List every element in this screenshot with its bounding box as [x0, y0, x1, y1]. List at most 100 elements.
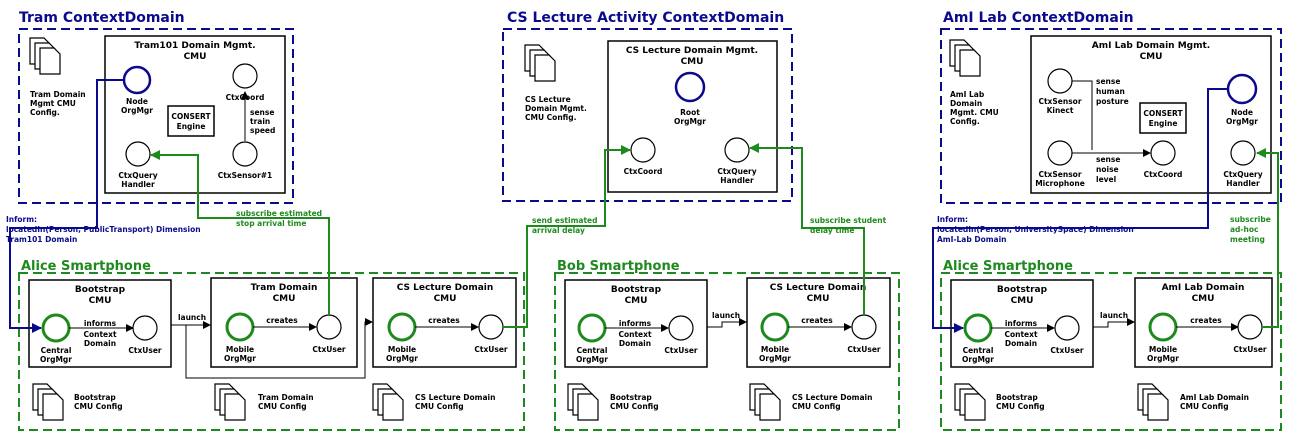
lecture-ctxcoord-node: [630, 137, 656, 163]
alice1-lecture-mobile-label-2: OrgMgr: [386, 354, 418, 363]
alice1-launch-lecture-arrow: [358, 318, 373, 379]
alice1-bootstrap-ctxuser-node: [132, 315, 158, 341]
tram-ctxsensor-label: CtxSensor#1: [218, 171, 273, 180]
bob-lecture-cmu-title-2: CMU: [807, 294, 830, 304]
alice2-informs-label-1: informs: [1005, 319, 1038, 328]
amilab-kinect-node: [1047, 68, 1073, 94]
lecture-domain-frame: [502, 28, 793, 202]
amilab-noise-label-2: noise: [1096, 165, 1119, 174]
amilab-inform-label-3: AmI-Lab Domain: [937, 235, 1007, 244]
tram-consert-engine-box: [167, 105, 215, 137]
bob-bootstrap-title-2: CMU: [625, 296, 648, 306]
alice1-tram-creates-label: creates: [266, 316, 298, 325]
bob-phone-frame: [554, 272, 900, 431]
amilab-ctxcoord-node: [1150, 140, 1176, 166]
amilab-ctxquery-node: [1230, 140, 1256, 166]
tram-domain-title: Tram ContextDomain: [19, 10, 185, 26]
alice1-lecture-config-doc-icon: [372, 383, 404, 421]
tram-sense-label-3: speed: [250, 126, 275, 135]
bob-central-orgmgr-node: [577, 313, 607, 343]
alice1-tram-ctxuser-label: CtxUser: [312, 345, 346, 354]
alice2-bootstrap-ctxuser-node: [1054, 315, 1080, 341]
alice2-bootstrap-config-doc-icon: [954, 383, 986, 421]
amilab-microphone-label-2: Microphone: [1035, 179, 1085, 188]
alice2-central-orgmgr-node: [963, 313, 993, 343]
lecture-config-label-2: Domain Mgmt.: [525, 104, 587, 113]
alice1-informs-label-3: Domain: [84, 339, 116, 348]
tram-ctxquery-label-2: Handler: [121, 180, 155, 189]
bob-phone-title: Bob Smartphone: [557, 259, 680, 274]
lecture-domain-title: CS Lecture Activity ContextDomain: [507, 10, 784, 26]
alice2-launch-arrow: [1093, 318, 1135, 328]
tram-context-domain: Tram ContextDomain Tram Domain Mgmt CMU …: [18, 10, 294, 204]
alice1-tram-config-doc-icon: [214, 383, 246, 421]
alice2-ami-cmu-title-2: CMU: [1192, 294, 1215, 304]
amilab-mgmt-title-1: AmI Lab Domain Mgmt.: [1092, 41, 1210, 51]
bob-launch-arrow: [707, 318, 747, 328]
bob-smartphone: Bob Smartphone Bootstrap CMU Central Org…: [554, 259, 900, 431]
alice1-config-3-label-1: CS Lecture Domain: [415, 393, 495, 402]
tram-sense-label-1: sense: [250, 108, 274, 117]
lecture-ctxcoord-label: CtxCoord: [624, 167, 663, 176]
amilab-subscribe-label-2: ad-hoc: [1230, 225, 1258, 234]
bob-lecture-mobile-orgmgr-node: [760, 312, 790, 342]
amilab-inform-label-1: Inform:: [937, 215, 968, 224]
alice1-lecture-mobile-label-1: Mobile: [388, 345, 416, 354]
alice1-tram-mobile-orgmgr-node: [225, 312, 255, 342]
bob-central-label-2: OrgMgr: [576, 355, 608, 364]
alice2-config-2-label-1: AmI Lab Domain: [1180, 393, 1249, 402]
tram-config-label-3: Config.: [30, 108, 60, 117]
tram-inform-connector: [9, 79, 124, 333]
tram-node-orgmgr-label-2: OrgMgr: [121, 106, 153, 115]
amilab-config-label-2: Domain: [950, 99, 982, 108]
alice1-lecture-ctxuser-label: CtxUser: [474, 345, 508, 354]
amilab-posture-label-1: sense: [1096, 77, 1120, 86]
alice1-central-label-2: OrgMgr: [40, 355, 72, 364]
amilab-domain-frame: [940, 28, 1282, 204]
tram-subscribe-label-1: subscribe estimated: [236, 209, 322, 218]
amilab-engine-label-2: Engine: [1149, 119, 1178, 128]
lecture-mgmt-title-2: CMU: [681, 57, 704, 67]
alice2-phone-frame: [940, 272, 1282, 431]
tram-mgmt-title-1: Tram101 Domain Mgmt.: [134, 41, 255, 51]
lecture-ctxquery-node: [724, 137, 750, 163]
alice1-lecture-mobile-orgmgr-node: [387, 312, 417, 342]
lecture-ctxquery-label-2: Handler: [720, 176, 754, 185]
alice1-config-1-label-2: CMU Config: [74, 402, 123, 411]
tram-ctxquery-label-1: CtxQuery: [118, 171, 157, 180]
alice1-informs-label-1: informs: [84, 319, 117, 328]
alice1-central-orgmgr-node: [41, 313, 71, 343]
tram-node-orgmgr-label-1: Node: [126, 97, 148, 106]
alice2-bootstrap-ctxuser-label: CtxUser: [1050, 346, 1084, 355]
amilab-posture-wire: [1072, 80, 1093, 150]
amilab-config-label-4: Config.: [950, 117, 980, 126]
lecture-context-domain: CS Lecture Activity ContextDomain CS Lec…: [502, 10, 793, 202]
lecture-root-orgmgr-label-1: Root: [680, 108, 700, 117]
tram-subscribe-label-2: stop arrival time: [236, 219, 306, 228]
alice2-central-label-1: Central: [963, 346, 994, 355]
bob-lecture-mobile-label-1: Mobile: [761, 345, 789, 354]
bob-informs-label-2: Context: [618, 330, 652, 339]
amilab-posture-label-3: posture: [1096, 97, 1129, 106]
amilab-inform-label-2: locatedIn(Person, UniversitySpace) Dimen…: [937, 225, 1134, 234]
alice1-lecture-creates-label: creates: [428, 316, 460, 325]
tram-engine-label-1: CONSERT: [171, 112, 211, 121]
lecture-subscribe-label-2: delay time: [810, 226, 854, 235]
alice2-informs-label-2: Context: [1004, 330, 1038, 339]
amilab-consert-engine-box: [1139, 102, 1187, 134]
bob-config-1-label-2: CMU Config: [610, 402, 659, 411]
bob-bootstrap-config-doc-icon: [567, 383, 599, 421]
tram-subscribe-connector: [150, 150, 330, 315]
lecture-config-label-3: CMU Config.: [525, 113, 577, 122]
bob-bootstrap-ctxuser-label: CtxUser: [664, 346, 698, 355]
amilab-ctxquery-label-2: Handler: [1226, 179, 1260, 188]
alice2-config-1-label-2: CMU Config: [996, 402, 1045, 411]
bob-config-2-label-2: CMU Config: [792, 402, 841, 411]
alice2-ami-cmu-title-1: AmI Lab Domain: [1162, 283, 1245, 293]
amilab-ctxcoord-label: CtxCoord: [1144, 170, 1183, 179]
amilab-noise-label-3: level: [1096, 175, 1116, 184]
amilab-config-label-3: Mgmt. CMU: [950, 108, 999, 117]
amilab-subscribe-label-3: meeting: [1230, 235, 1265, 244]
alice2-config-1-label-1: Bootstrap: [996, 393, 1038, 402]
